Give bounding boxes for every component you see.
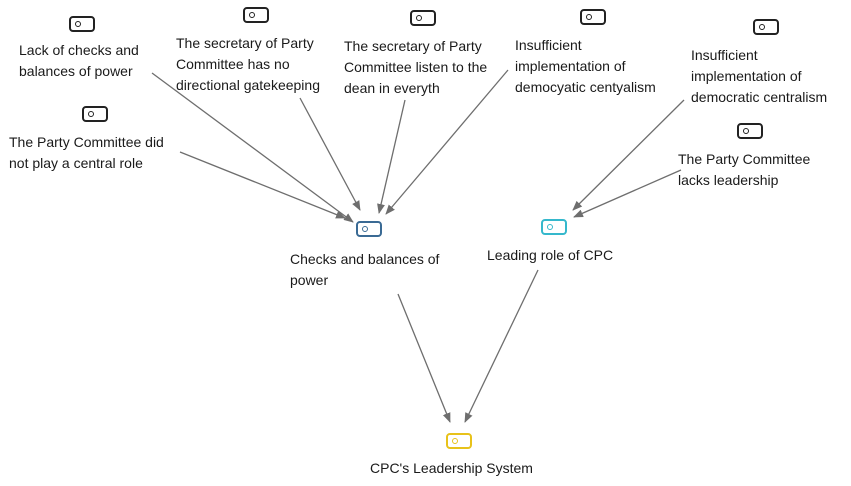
node-label: The secretary of Party Committee has no …	[176, 35, 320, 93]
node-icon[interactable]	[446, 433, 472, 449]
edge-leading-role-to-leadership-system	[464, 269, 539, 423]
node-icon[interactable]	[243, 7, 269, 23]
edge-insufficient-centralism-to-leading-role	[572, 99, 685, 211]
node-icon[interactable]	[82, 106, 108, 122]
node-label: The Party Committee did not play a centr…	[9, 134, 164, 171]
edge-secretary-gatekeeping-to-checks-balances	[299, 97, 361, 211]
node-icon[interactable]	[753, 19, 779, 35]
node-icon[interactable]	[69, 16, 95, 32]
node-label: The secretary of Party Committee listen …	[344, 38, 488, 96]
node-label: Leading role of CPC	[487, 247, 614, 263]
edge-lack-checks-to-checks-balances	[151, 72, 354, 223]
edge-pc-leadership-to-leading-role	[573, 169, 682, 218]
node-icon[interactable]	[410, 10, 436, 26]
edge-pc-central-role-to-checks-balances	[179, 151, 346, 219]
node-label: The Party Committee lacks leadership	[678, 151, 811, 188]
node-icon[interactable]	[541, 219, 567, 235]
node-label: Lack of checks and balances of power	[19, 42, 139, 79]
edge-secretary-listen-to-checks-balances	[377, 99, 406, 214]
edge-checks-balances-to-leadership-system	[397, 293, 451, 423]
edge-insufficient-centyalism-to-checks-balances	[385, 69, 509, 215]
node-label: Insufficient implementation of democrati…	[691, 47, 828, 105]
node-label: CPC's Leadership System	[370, 460, 533, 476]
node-icon[interactable]	[580, 9, 606, 25]
node-icon[interactable]	[737, 123, 763, 139]
node-icon[interactable]	[356, 221, 382, 237]
node-label: Insufficient implementation of democyati…	[515, 37, 656, 95]
node-label: Checks and balances of power	[290, 251, 440, 288]
